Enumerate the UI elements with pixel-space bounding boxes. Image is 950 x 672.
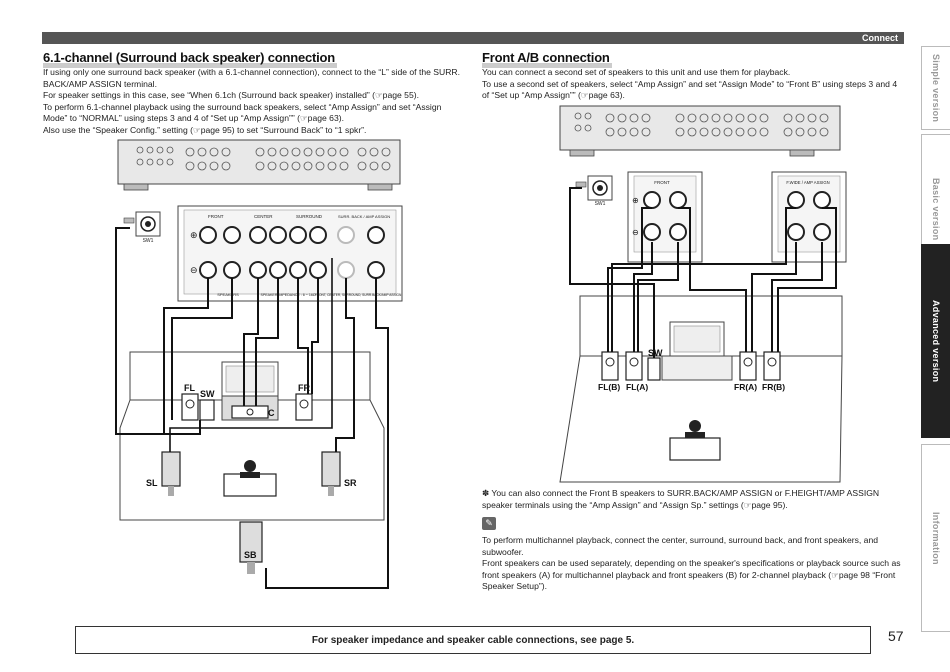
label-sl: SL xyxy=(146,478,158,488)
room-floor xyxy=(119,399,385,521)
label-fl: FL xyxy=(184,383,195,393)
label-fr-b: FR(B) xyxy=(762,382,785,392)
label-sb: SB xyxy=(244,550,257,560)
note-pencil-icon: ✎ xyxy=(482,517,496,530)
tab-simple-version[interactable]: Simple version xyxy=(921,46,950,130)
paragraph: You can connect a second set of speakers… xyxy=(482,67,791,77)
footnote: ✽ You can also connect the Front B speak… xyxy=(482,488,880,510)
paragraph: Front speakers can be used separately, d… xyxy=(482,558,901,591)
right-footnote: ✽ You can also connect the Front B speak… xyxy=(482,488,906,511)
label-fr: FR xyxy=(298,383,310,393)
footer-notice-text: For speaker impedance and speaker cable … xyxy=(311,634,635,646)
svg-text:⊕: ⊕ xyxy=(632,196,639,205)
tab-label: Advanced version xyxy=(931,299,941,383)
listener-sofa xyxy=(669,437,721,461)
tab-advanced-version[interactable]: Advanced version xyxy=(921,244,950,438)
terminal-label-front: FRONT xyxy=(208,214,224,219)
svg-text:⊖: ⊖ xyxy=(632,228,639,237)
speaker-sw xyxy=(199,399,215,421)
label-fl-a: FL(A) xyxy=(626,382,648,392)
paragraph: To perform 6.1-channel playback using th… xyxy=(43,101,442,124)
section-label: Connect xyxy=(862,33,898,43)
tab-information[interactable]: Information xyxy=(921,444,950,632)
room-floor xyxy=(559,355,843,483)
terminal-label-center: CENTER xyxy=(254,214,273,219)
label-sw: SW xyxy=(648,348,663,358)
page-number: 57 xyxy=(888,628,904,644)
receiver-rear-panel xyxy=(559,105,841,151)
listener xyxy=(689,420,701,432)
terminal-label-fwide: F.WIDE / AMP ASSIGN xyxy=(786,180,829,185)
section-header-bar: Connect xyxy=(42,32,904,44)
speaker-sw xyxy=(647,357,661,381)
speaker-sl xyxy=(161,451,181,487)
paragraph: To perform multichannel playback, connec… xyxy=(482,535,879,557)
right-note-text: To perform multichannel playback, connec… xyxy=(482,535,906,593)
label-sr: SR xyxy=(344,478,357,488)
label-c: C xyxy=(268,408,275,418)
label-fl-b: FL(B) xyxy=(598,382,620,392)
speaker-c xyxy=(231,405,269,419)
svg-text:⊕: ⊕ xyxy=(190,230,198,240)
panel-label-impedance: SPEAKER IMPEDANCE : 6 ~ 16Ω xyxy=(260,293,315,297)
label-sw: SW xyxy=(200,389,215,399)
right-section-title: Front A/B connection xyxy=(482,50,612,68)
terminal-label-surr-back: SURR. BACK / AMP ASSIGN xyxy=(338,214,390,219)
sw-terminal-label: SW1 xyxy=(595,201,606,207)
panel-label-speakers: SPEAKERS xyxy=(217,292,239,297)
left-body-text: If using only one surround back speaker … xyxy=(43,67,467,136)
paragraph: If using only one surround back speaker … xyxy=(43,67,461,89)
paragraph: To use a second set of speakers, select … xyxy=(482,78,898,101)
tab-label: Information xyxy=(931,511,941,565)
front-ab-connection-diagram: SW1 FRONT ⊕ ⊖ F.WIDE / AMP ASSIGN SW FL(… xyxy=(559,105,847,483)
footer-notice: For speaker impedance and speaker cable … xyxy=(75,626,871,654)
left-section-title: 6.1-channel (Surround back speaker) conn… xyxy=(43,50,338,68)
svg-text:⊖: ⊖ xyxy=(190,265,198,275)
tab-label: Simple version xyxy=(931,53,941,123)
terminal-label-front: FRONT xyxy=(654,180,670,185)
panel-label-channels: FRONT, CENTER, SURROUND, SURR.BACK/AMP A… xyxy=(315,293,402,297)
speaker-fr xyxy=(295,393,313,421)
paragraph: Also use the “Speaker Config.” setting (… xyxy=(43,124,367,135)
speaker-fl xyxy=(181,393,199,421)
surround-back-connection-diagram: SW1 FRONT CENTER SURROUND SURR. BACK / A… xyxy=(115,139,403,589)
listener xyxy=(244,460,256,472)
sw-terminal-label: SW1 xyxy=(143,238,154,244)
paragraph: For speaker settings in this case, see “… xyxy=(43,90,419,100)
right-body-text: You can connect a second set of speakers… xyxy=(482,67,906,102)
terminal-label-surround: SURROUND xyxy=(296,214,323,219)
tab-label: Basic version xyxy=(931,177,941,241)
speaker-sr xyxy=(321,451,341,487)
label-fr-a: FR(A) xyxy=(734,382,757,392)
